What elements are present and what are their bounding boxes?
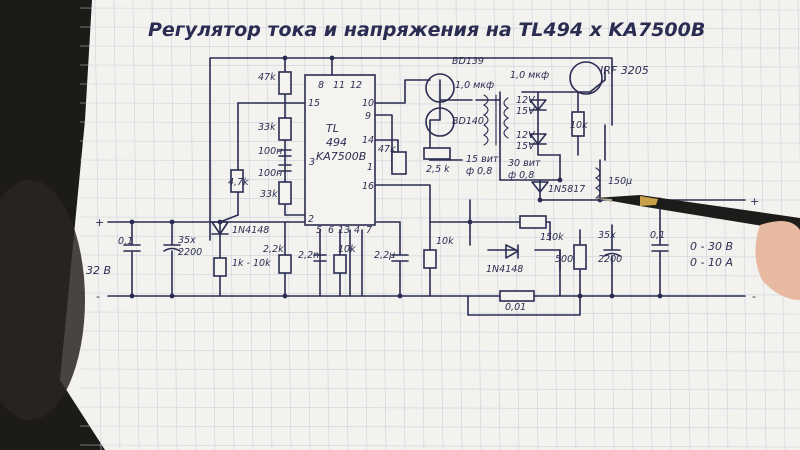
label-4k7: 4,7k	[228, 177, 249, 188]
ic-pin-15: 15	[308, 98, 320, 109]
ic-pin-11: 11	[333, 80, 345, 91]
label-c4: 0,1	[650, 230, 665, 241]
label-wire-b: ф 0,8	[508, 170, 534, 181]
label-150k: 150k	[540, 232, 564, 243]
ic-pin-4: 4	[354, 225, 360, 236]
wires	[107, 57, 746, 316]
grid-lines	[79, 0, 800, 450]
label-cap-a: 1,0 мкф	[455, 80, 494, 91]
pen	[595, 195, 800, 232]
output-current-range: 0 - 10 A	[690, 256, 733, 269]
diodes	[211, 99, 549, 259]
transformers	[482, 94, 601, 199]
output-voltage-range: 0 - 30 B	[690, 240, 733, 253]
label-c3-bottom: 2200	[598, 254, 622, 265]
ic-pin-1: 1	[367, 162, 373, 173]
hand-shadow	[0, 180, 85, 420]
input-plus: +	[95, 216, 104, 229]
input-minus: -	[96, 290, 100, 303]
label-cap-b: 1,0 мкф	[510, 70, 549, 81]
label-2k2: 2,2k	[263, 244, 284, 255]
input-voltage: 32 B	[86, 264, 111, 277]
ic-line1: TL	[326, 122, 339, 135]
input-c2-bottom: 2200	[178, 247, 202, 258]
label-10k-out: 10k	[436, 236, 454, 247]
label-33k-b: 33k	[260, 189, 278, 200]
label-2n2: 2,2n	[298, 250, 319, 261]
ic-pin-6: 6	[328, 225, 334, 236]
schematic-title: Регулятор тока и напряжения на TL494 x K…	[148, 19, 705, 41]
ic-pin-8: 8	[318, 80, 324, 91]
label-47k-b: 47k	[378, 144, 396, 155]
label-bd140: BD140	[452, 116, 484, 127]
label-zener-2b: 15V	[516, 141, 536, 152]
label-turns-a: 15 вит	[466, 154, 499, 165]
label-c3-top: 35x	[598, 230, 616, 241]
label-1n4148-b: 1N4148	[486, 264, 523, 275]
ic-pin-2: 2	[308, 214, 314, 225]
label-2u2: 2,2μ	[374, 250, 395, 261]
label-47k: 47k	[258, 72, 276, 83]
label-33k-a: 33k	[258, 122, 276, 133]
label-10k-gate: 10k	[570, 120, 588, 131]
ic-pin-16: 16	[362, 181, 374, 192]
label-shunt: 0,01	[505, 302, 526, 313]
ic-pin-5: 5	[316, 225, 322, 236]
hand-right	[755, 221, 800, 300]
input-c2-top: 35x	[178, 235, 196, 246]
label-1n5817: 1N5817	[548, 184, 585, 195]
ic-line2: 494	[326, 136, 347, 149]
ic-pin-7: 7	[366, 225, 372, 236]
output-plus: +	[750, 195, 759, 208]
label-zener-1: 12V	[516, 95, 536, 106]
label-100n-b: 100н	[258, 168, 282, 179]
resistors	[213, 71, 587, 302]
label-pot-1k-10k: 1k - 10k	[232, 258, 271, 269]
label-wire-a: ф 0,8	[466, 166, 492, 177]
tl494-ic	[304, 74, 376, 226]
ic-line3: KA7500B	[316, 150, 366, 163]
junctions	[129, 55, 663, 299]
label-bd139: BD139	[452, 56, 484, 67]
label-500: 500	[555, 254, 573, 265]
ic-pin-12: 12	[350, 80, 362, 91]
label-1n4148-a: 1N4148	[232, 225, 269, 236]
label-zener-1b: 15V	[516, 106, 536, 117]
label-2k5: 2,5 k	[426, 164, 450, 175]
label-150u: 150μ	[608, 176, 632, 187]
label-10k-a: 10k	[338, 244, 356, 255]
transistors	[425, 61, 603, 137]
output-minus: -	[752, 290, 756, 303]
label-zener-2: 12V	[516, 130, 536, 141]
input-c1: 0,1	[118, 236, 133, 247]
ic-pin-3: 3	[309, 157, 315, 168]
ic-pin-10: 10	[362, 98, 374, 109]
label-100n-a: 100н	[258, 146, 282, 157]
label-irf3205: IRF 3205	[600, 64, 649, 77]
ic-pin-14: 14	[362, 135, 374, 146]
label-turns-b: 30 вит	[508, 158, 541, 169]
left-caps	[278, 149, 327, 262]
ic-pin-13: 13	[338, 225, 350, 236]
ic-pin-9: 9	[365, 111, 371, 122]
